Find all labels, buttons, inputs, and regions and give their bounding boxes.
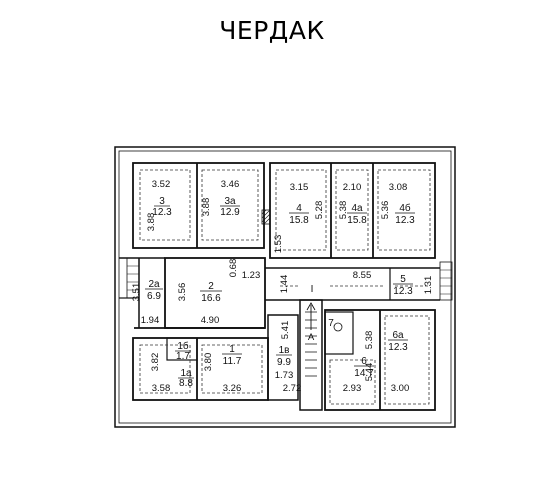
dimension-labels: 3.52 3.46 3.15 2.10 3.08 3.88 3.88 1.53 … (131, 179, 434, 394)
dash-line (275, 169, 327, 251)
room-number: 6 (361, 356, 367, 367)
dimension-label: 1.23 (242, 270, 261, 281)
room-area: 8.8 (179, 378, 193, 389)
dimension-label: 5.38 (364, 331, 375, 350)
dimension-label: 3.08 (389, 182, 408, 193)
dimension-label: 1.94 (141, 315, 160, 326)
dimension-label: 3.51 (131, 283, 142, 302)
room-number: 3 (159, 196, 165, 207)
room-number: 2а (148, 279, 160, 290)
room-number: 7 (328, 318, 334, 329)
dimension-label: 5.41 (280, 321, 291, 340)
room-number: 4а (351, 203, 363, 214)
room-1b-walls (166, 337, 198, 361)
outer-wall (114, 146, 456, 428)
dimension-label: 3.58 (152, 383, 171, 394)
dash-line (139, 344, 191, 394)
dimension-label: 3.15 (290, 182, 309, 193)
room-area: 14.7 (354, 368, 374, 379)
dimension-label: 3.00 (391, 383, 410, 394)
room-area: 12.3 (393, 286, 413, 297)
dimension-label: 2.72 (283, 383, 302, 394)
dimension-label: 1.44 (279, 275, 290, 294)
room-area: 15.8 (289, 215, 309, 226)
outer-wall-inner (118, 150, 452, 424)
room-area: 16.6 (201, 293, 221, 304)
dimension-label: 3.56 (177, 283, 188, 302)
room-number: 4 (296, 203, 302, 214)
dash-line (201, 169, 259, 241)
room-1v-walls (267, 314, 299, 401)
room-area: 12.3 (388, 342, 408, 353)
stair-arrow (306, 302, 316, 330)
dimension-label: 1.31 (423, 276, 434, 295)
dimension-label: 3.52 (152, 179, 171, 190)
window-left-lines (127, 265, 139, 291)
dimension-label: 3.88 (146, 213, 157, 232)
room-number: 3а (224, 196, 236, 207)
room-area: 6.9 (147, 291, 161, 302)
dimension-label: 1.73 (275, 370, 294, 381)
window-right-lines (440, 269, 452, 295)
dimension-label: 5.38 (338, 201, 349, 220)
dash-line (335, 169, 369, 251)
dash-line (377, 169, 431, 251)
room-number: 5 (400, 274, 406, 285)
fixture (333, 322, 343, 332)
dimension-label: 5.36 (380, 201, 391, 220)
dimension-label: 3.26 (223, 383, 242, 394)
dimension-label: 2.10 (343, 182, 362, 193)
dimension-label: 3.82 (150, 353, 161, 372)
room-number: 1 (229, 344, 235, 355)
room-labels: 3 12.3 3а 12.9 4 15.8 4а 15.8 4б 12.3 2а… (145, 196, 415, 389)
window-right (439, 261, 453, 301)
dimension-label: 4.90 (201, 315, 220, 326)
room-area: 1.7 (176, 351, 190, 362)
dimension-label: 0.68 (228, 259, 239, 278)
dash-line (139, 169, 191, 241)
dimension-label: 2.93 (343, 383, 362, 394)
dash-line (384, 315, 430, 405)
wall-block-top-right (269, 162, 436, 259)
room-number: 4б (399, 202, 411, 214)
page-title: ЧЕРДАК (219, 16, 325, 45)
room-number: 1б (177, 340, 189, 352)
room-area: 11.7 (223, 356, 242, 367)
dimension-label: 5.44 (364, 363, 375, 382)
room-area: 12.3 (152, 207, 172, 218)
stair-walls (299, 299, 323, 411)
room-area: 12.3 (395, 215, 415, 226)
room-number: 1в (279, 345, 290, 356)
stair-label: А (308, 332, 315, 343)
room-number: 6а (392, 330, 404, 341)
room-number: 1а (180, 368, 192, 379)
dimension-label: 8.55 (353, 270, 372, 281)
dimension-label: 3.46 (221, 179, 240, 190)
chimney-hatch (261, 209, 271, 225)
dash-line (201, 344, 263, 394)
room-area: 12.9 (220, 207, 240, 218)
wall-block-top-left (132, 162, 265, 249)
dimension-label: 1.53 (273, 235, 284, 254)
room-number: I (311, 284, 314, 295)
room-area: 15.8 (347, 215, 367, 226)
dimension-label: 5.28 (314, 201, 325, 220)
dimension-label: 3.80 (203, 353, 214, 372)
dash-line (329, 359, 376, 405)
dimension-label: 3.88 (201, 198, 212, 217)
room-area: 9.9 (277, 357, 291, 368)
room-number: 2 (208, 281, 214, 292)
